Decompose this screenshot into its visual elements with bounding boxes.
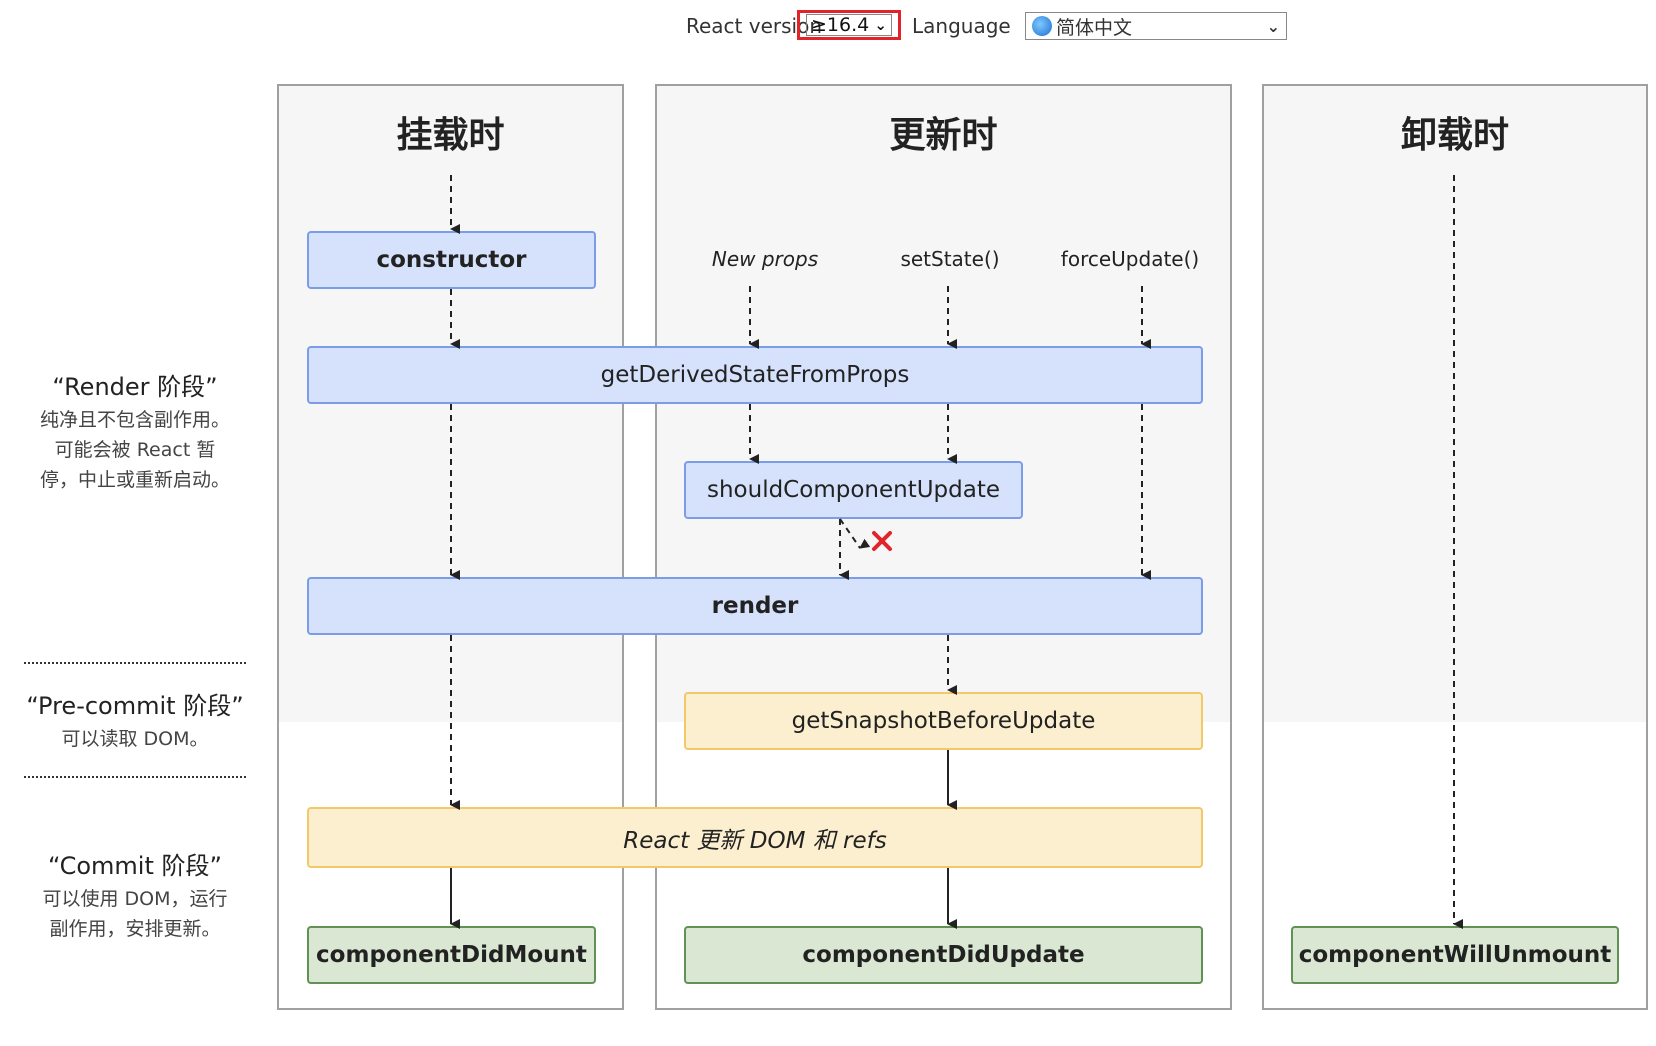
cancel-x-icon <box>872 531 892 551</box>
phase-divider <box>24 776 246 778</box>
arrow <box>839 518 871 549</box>
react-updates-dom-box: React 更新 DOM 和 refs <box>307 807 1203 868</box>
component-will-unmount-box: componentWillUnmount <box>1291 926 1619 984</box>
trigger-set-state: setState() <box>900 247 1000 271</box>
render-phase-desc: 纯净且不包含副作用。 可能会被 React 暂 停，中止或重新启动。 <box>39 409 230 491</box>
precommit-phase-desc: 可以读取 DOM。 <box>61 728 209 750</box>
component-did-mount-box: componentDidMount <box>307 926 596 984</box>
component-did-update-box: componentDidUpdate <box>684 926 1203 984</box>
trigger-force-update: forceUpdate() <box>1060 247 1200 271</box>
commit-phase-desc: 可以使用 DOM，运行 副作用，安排更新。 <box>42 888 228 940</box>
precommit-phase-title: “Pre-commit 阶段” <box>26 692 244 720</box>
language-value: 简体中文 <box>1056 16 1133 39</box>
chevron-down-icon: ⌄ <box>874 16 887 34</box>
get-derived-state-box: getDerivedStateFromProps <box>307 346 1203 404</box>
phase-divider <box>24 662 246 664</box>
render-box: render <box>307 577 1203 635</box>
react-version-value: ≥16.4 <box>811 14 870 36</box>
get-snapshot-box: getSnapshotBeforeUpdate <box>684 692 1203 750</box>
unmount-column-title: 卸载时 <box>1400 115 1509 156</box>
trigger-new-props: New props <box>711 247 819 271</box>
globe-icon <box>1032 16 1052 36</box>
render-phase-title: “Render 阶段” <box>52 373 218 401</box>
commit-phase-title: “Commit 阶段” <box>48 852 222 880</box>
should-component-update-box: shouldComponentUpdate <box>684 461 1023 519</box>
language-select[interactable]: 简体中文 ⌄ <box>1025 12 1287 40</box>
unmount-column <box>1262 84 1648 1010</box>
react-version-select[interactable]: ≥16.4 ⌄ <box>797 10 901 40</box>
update-column-title: 更新时 <box>889 115 998 156</box>
language-label: Language <box>912 14 1011 38</box>
mount-column-title: 挂载时 <box>396 115 505 156</box>
chevron-down-icon: ⌄ <box>1266 16 1280 36</box>
